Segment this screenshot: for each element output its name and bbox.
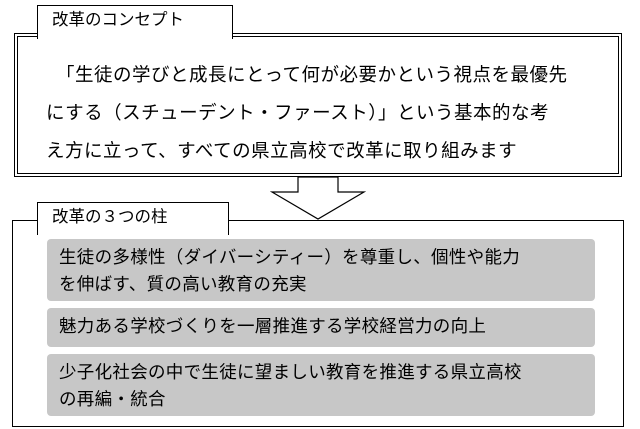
pillar-line: 生徒の多様性（ダイバーシティー）を尊重し、個性や能力 bbox=[59, 248, 521, 268]
concept-title: 改革のコンセプト bbox=[37, 5, 233, 39]
down-arrow-icon bbox=[270, 176, 366, 220]
concept-line: 「生徒の学びと成長にとって何が必要かという視点を最優先 bbox=[56, 65, 568, 86]
pillar-line: 魅力ある学校づくりを一層推進する学校経営力の向上 bbox=[59, 317, 487, 337]
pillar-item: 生徒の多様性（ダイバーシティー）を尊重し、個性や能力 を伸ばす、質の高い教育の充… bbox=[47, 239, 595, 301]
concept-text: 「生徒の学びと成長にとって何が必要かという視点を最優先 にする（スチューデント・… bbox=[46, 57, 598, 171]
pillar-line: 少子化社会の中で生徒に望ましい教育を推進する県立高校 bbox=[59, 363, 522, 383]
pillar-item: 魅力ある学校づくりを一層推進する学校経営力の向上 bbox=[47, 308, 595, 347]
pillars-box: 生徒の多様性（ダイバーシティー）を尊重し、個性や能力 を伸ばす、質の高い教育の充… bbox=[12, 220, 624, 427]
concept-box: 「生徒の学びと成長にとって何が必要かという視点を最優先 にする（スチューデント・… bbox=[14, 33, 622, 177]
pillar-item: 少子化社会の中で生徒に望ましい教育を推進する県立高校 の再編・統合 bbox=[47, 354, 595, 416]
concept-line: え方に立って、すべての県立高校で改革に取り組みます bbox=[46, 141, 518, 162]
concept-line: にする（スチューデント・ファースト）」という基本的な考 bbox=[46, 103, 550, 124]
pillars-title: 改革の３つの柱 bbox=[37, 202, 229, 235]
pillar-line: を伸ばす、質の高い教育の充実 bbox=[59, 275, 307, 295]
pillar-line: の再編・統合 bbox=[59, 390, 166, 410]
